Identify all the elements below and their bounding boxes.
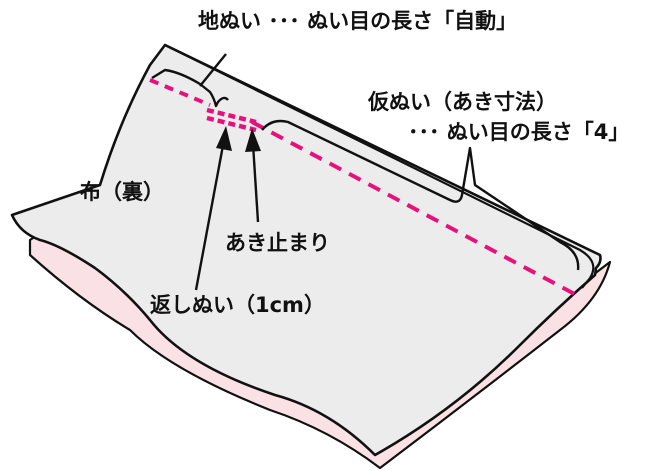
label-basting-line2: ･･･ ぬい目の長さ「4」 bbox=[408, 120, 629, 144]
label-basting-line1: 仮ぬい（あき寸法） bbox=[367, 90, 557, 114]
backstitch-arrow bbox=[194, 126, 232, 291]
basting-bracket bbox=[261, 119, 580, 271]
opening-stop-arrow bbox=[245, 128, 261, 223]
top-stitch-bracket bbox=[151, 68, 229, 108]
top-stitch-leader bbox=[199, 53, 227, 87]
seam-allowance-edge bbox=[164, 44, 595, 289]
backstitch-block bbox=[206, 107, 257, 133]
label-backstitch: 返しぬい（1cm） bbox=[150, 293, 325, 317]
fabric-main bbox=[10, 43, 602, 457]
seam-stitch-start bbox=[149, 78, 211, 107]
label-opening-stop: あき止まり bbox=[225, 231, 330, 255]
label-fabric-back: 布（裏） bbox=[80, 180, 164, 204]
seam-basting-dashed bbox=[251, 120, 583, 300]
label-top-stitch: 地ぬい ･･･ ぬい目の長さ「自動」 bbox=[198, 9, 517, 33]
